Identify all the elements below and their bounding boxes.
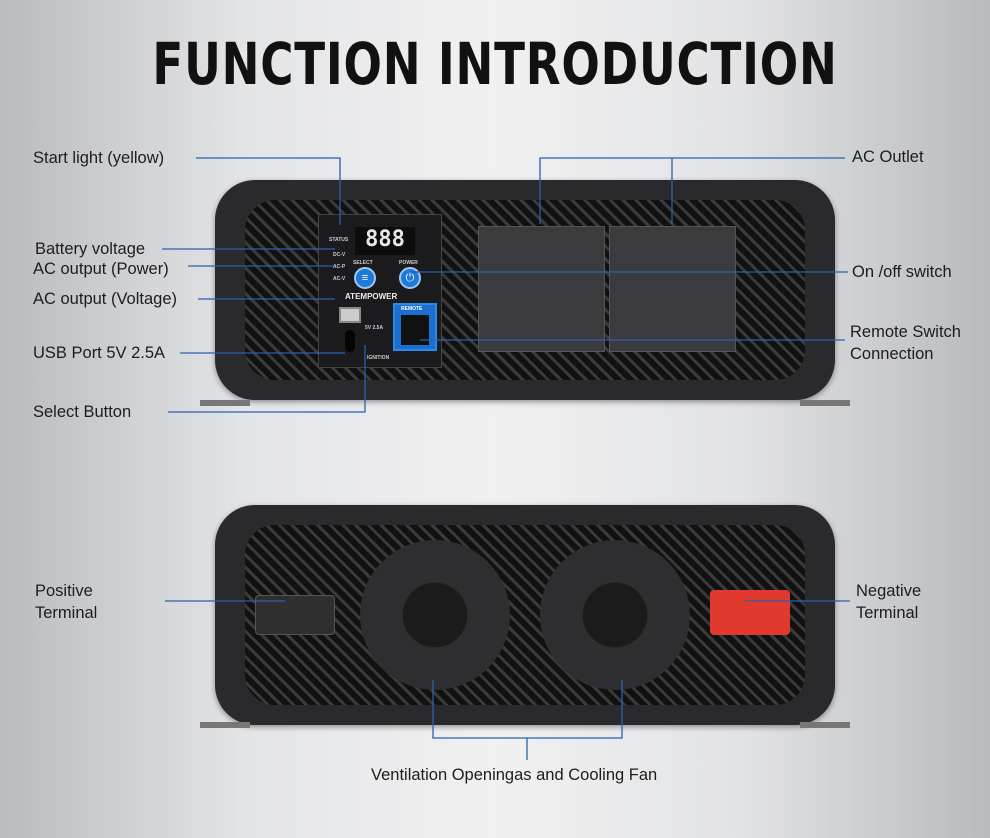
- dcv-label: DC-V: [333, 252, 346, 258]
- brand-logo: ATEMPOWER: [345, 292, 398, 301]
- status-label: STATUS: [329, 237, 349, 243]
- power-label: POWER: [399, 260, 418, 266]
- ac-outlet-2: [609, 226, 736, 352]
- label-remote-1: Remote Switch: [850, 323, 961, 341]
- negative-terminal: [710, 590, 790, 635]
- ac-outlet-1: [478, 226, 605, 352]
- label-negative-1: Negative: [856, 582, 922, 600]
- label-start-light: Start light (yellow): [33, 149, 165, 167]
- ignition-label: IGNITION: [367, 355, 390, 361]
- label-select-button: Select Button: [33, 403, 132, 421]
- led-display: 888: [355, 227, 415, 255]
- label-remote-2: Connection: [850, 345, 934, 363]
- label-usb-port: USB Port 5V 2.5A: [33, 344, 166, 362]
- select-label: SELECT: [353, 260, 373, 266]
- label-ac-voltage: AC output (Voltage): [33, 290, 178, 308]
- remote-label: REMOTE: [401, 306, 423, 312]
- label-ac-power: AC output (Power): [33, 260, 169, 278]
- cooling-fan-1: [360, 540, 510, 690]
- acp-label: AC-P: [333, 264, 346, 270]
- label-positive-2: Terminal: [35, 604, 98, 622]
- positive-terminal: [255, 595, 335, 635]
- remote-port: REMOTE: [393, 303, 437, 351]
- acv-label: AC-V: [333, 276, 346, 282]
- page-title: FUNCTION INTRODUCTION: [152, 30, 838, 98]
- label-onoff-switch: On /off switch: [852, 263, 952, 281]
- select-button[interactable]: ≡: [354, 267, 376, 289]
- usb-rating: 5V 2.5A: [365, 325, 384, 331]
- label-negative-2: Terminal: [856, 604, 919, 622]
- control-panel: STATUS DC-V AC-P AC-V 888 SELECT POWER ≡…: [318, 214, 442, 368]
- label-battery-voltage: Battery voltage: [35, 240, 146, 258]
- usb-port: [339, 307, 361, 323]
- label-positive-1: Positive: [35, 582, 93, 600]
- label-ac-outlet: AC Outlet: [852, 148, 924, 166]
- ignition-port: [345, 330, 355, 352]
- label-ventilation: Ventilation Openingas and Cooling Fan: [371, 766, 658, 784]
- cooling-fan-2: [540, 540, 690, 690]
